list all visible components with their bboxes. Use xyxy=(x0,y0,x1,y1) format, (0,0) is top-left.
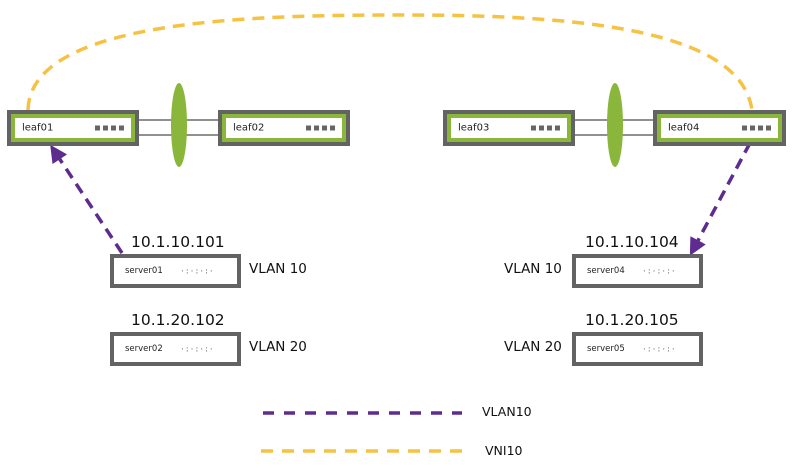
port-icon xyxy=(95,125,100,131)
leaf-switch-leaf01[interactable]: leaf01 xyxy=(7,110,139,146)
ports-icon xyxy=(531,125,560,131)
vni10-tunnel-arc xyxy=(26,13,754,111)
server-label: server05 xyxy=(587,344,625,354)
vlan10-path-server01-leaf01 xyxy=(50,144,124,254)
legend-vlan10-label: VLAN10 xyxy=(482,404,532,419)
port-icon xyxy=(314,125,319,131)
nic-dots-icon: ·:·:·:· xyxy=(642,266,676,276)
port-icon xyxy=(547,125,552,131)
port-icon xyxy=(103,125,108,131)
port-icon xyxy=(539,125,544,131)
leaf-label: leaf01 xyxy=(22,122,54,134)
nic-dots-icon: ·:·:·:· xyxy=(180,266,214,276)
leaf-label: leaf02 xyxy=(233,122,265,134)
port-icon xyxy=(322,125,327,131)
leaf-label: leaf03 xyxy=(458,122,490,134)
port-icon xyxy=(531,125,536,131)
port-icon xyxy=(111,125,116,131)
ports-icon xyxy=(95,125,124,131)
port-icon xyxy=(555,125,560,131)
legend-vni10-label: VNI10 xyxy=(485,443,523,458)
server-label: server04 xyxy=(587,266,625,276)
port-icon xyxy=(119,125,124,131)
server-server05[interactable]: server05 ·:·:·:· xyxy=(572,332,703,366)
port-icon xyxy=(766,125,771,131)
server-server04[interactable]: server04 ·:·:·:· xyxy=(572,254,703,288)
vlan10-path-leaf04-server04 xyxy=(689,142,752,256)
server05-vlan: VLAN 20 xyxy=(504,339,562,355)
port-icon xyxy=(330,125,335,131)
server-label: server02 xyxy=(125,344,163,354)
leaf-switch-leaf03[interactable]: leaf03 xyxy=(443,110,575,146)
port-icon xyxy=(742,125,747,131)
leaf-label: leaf04 xyxy=(668,122,700,134)
server02-ip: 10.1.20.102 xyxy=(131,311,225,329)
server05-ip: 10.1.20.105 xyxy=(585,311,679,329)
ports-icon xyxy=(742,125,771,131)
nic-dots-icon: ·:·:·:· xyxy=(180,344,214,354)
server-server01[interactable]: server01 ·:·:·:· xyxy=(110,254,241,288)
server04-vlan: VLAN 10 xyxy=(504,261,562,277)
leaf-switch-leaf02[interactable]: leaf02 xyxy=(218,110,350,146)
server04-ip: 10.1.10.104 xyxy=(585,233,679,251)
server01-vlan: VLAN 10 xyxy=(249,261,307,277)
server02-vlan: VLAN 20 xyxy=(249,339,307,355)
server01-ip: 10.1.10.101 xyxy=(131,233,225,251)
mlag-bond-right xyxy=(607,83,623,167)
ports-icon xyxy=(306,125,335,131)
nic-dots-icon: ·:·:·:· xyxy=(642,344,676,354)
leaf-switch-leaf04[interactable]: leaf04 xyxy=(653,110,786,146)
port-icon xyxy=(758,125,763,131)
server-label: server01 xyxy=(125,266,163,276)
port-icon xyxy=(750,125,755,131)
server-server02[interactable]: server02 ·:·:·:· xyxy=(110,332,241,366)
port-icon xyxy=(306,125,311,131)
mlag-bond-left xyxy=(171,83,187,167)
